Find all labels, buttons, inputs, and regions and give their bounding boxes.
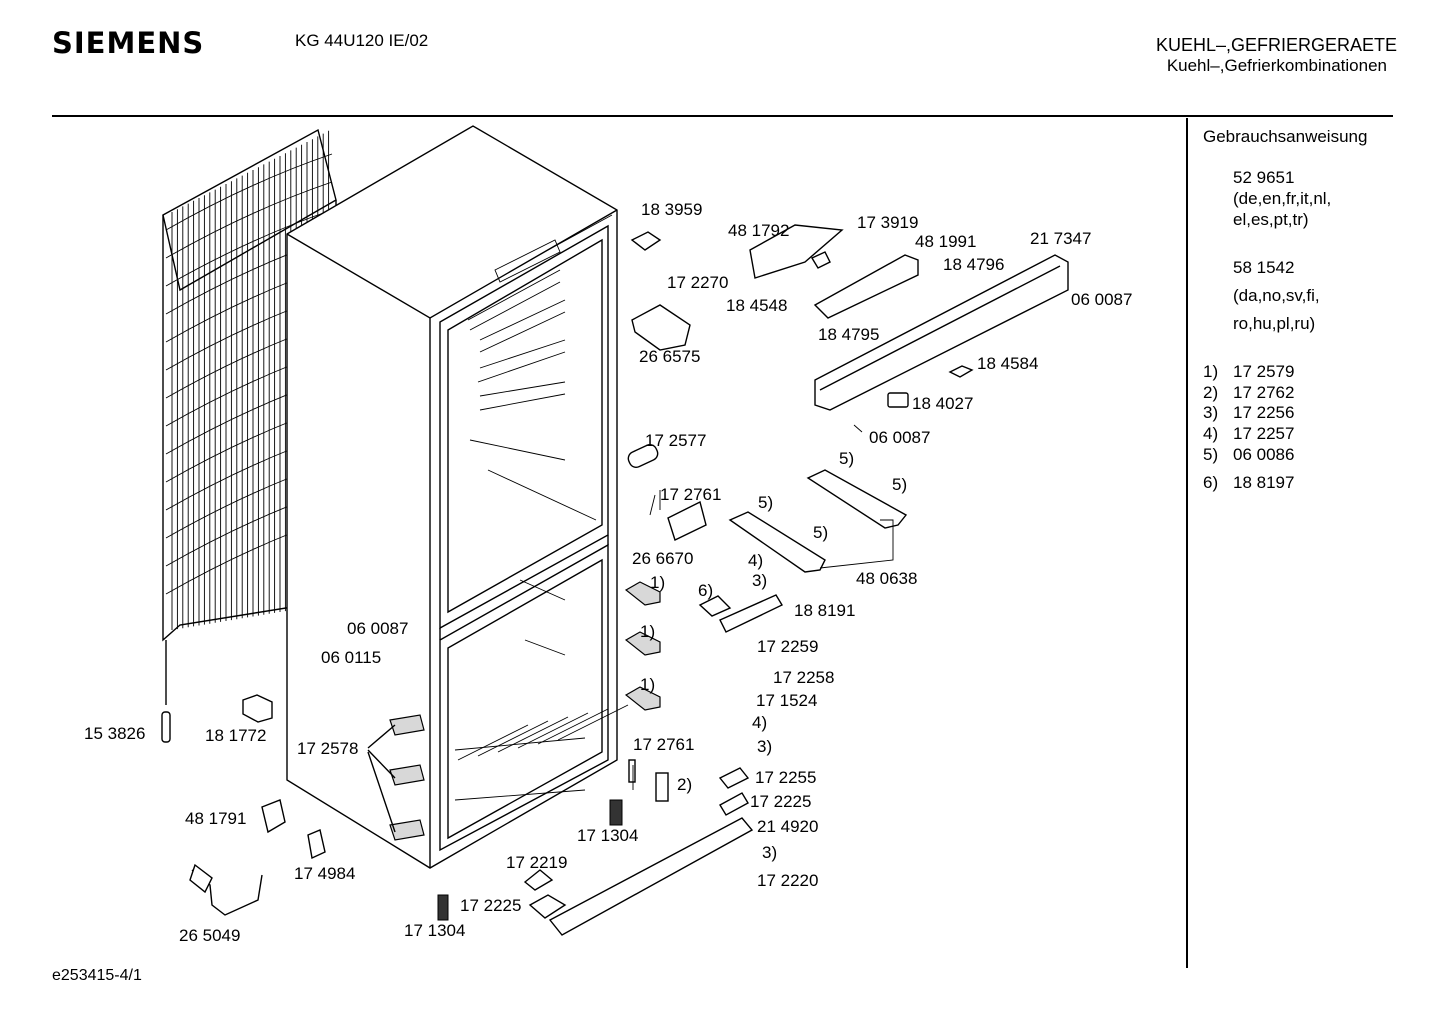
part-label: 6) (698, 581, 713, 600)
part-label: 18 8191 (794, 601, 855, 620)
manual-languages: el,es,pt,tr) (1233, 210, 1309, 229)
part-label: 18 4796 (943, 255, 1004, 274)
leader-lines (632, 424, 863, 790)
part-label: 17 2578 (297, 739, 358, 758)
part-label: 18 4584 (977, 354, 1038, 373)
part-label: 17 2225 (460, 896, 521, 915)
part-label: 5) (758, 493, 773, 512)
part-label: 17 1304 (404, 921, 465, 940)
brand-logo: SIEMENS (52, 26, 205, 60)
part-label: 15 3826 (84, 724, 145, 743)
sidebar-divider (1186, 118, 1188, 968)
part-label: 17 2761 (660, 485, 721, 504)
footnote-value: 06 0086 (1233, 445, 1295, 464)
drawing-id: e253415-4/1 (52, 967, 142, 984)
part-label: 17 1524 (756, 691, 817, 710)
part-label: 5) (813, 523, 828, 542)
part-label: 26 6670 (632, 549, 693, 568)
part-label: 18 4795 (818, 325, 879, 344)
part-label: 5) (892, 475, 907, 494)
part-label: 17 2255 (755, 768, 816, 787)
part-label: 2) (677, 775, 692, 794)
part-label: 1) (650, 573, 665, 592)
header-divider (52, 115, 1393, 117)
part-label: 17 2577 (645, 431, 706, 450)
part-label: 48 0638 (856, 569, 917, 588)
control-panel-strip (749, 224, 1069, 411)
footnote-value: 17 2762 (1233, 383, 1295, 402)
category-title: KUEHL–,GEFRIERGERAETE (1155, 35, 1397, 55)
manual-number: 52 9651 (1233, 168, 1295, 187)
part-label: 06 0087 (1071, 290, 1132, 309)
model-number: KG 44U120 IE/02 (295, 31, 429, 50)
manual-languages: (da,no,sv,fi, (1233, 286, 1320, 305)
footnote-key: 4) (1203, 424, 1219, 443)
part-labels: 18 3959 17 3919 48 1792 48 1991 21 7347 … (84, 200, 1132, 945)
part-label: 4) (748, 551, 763, 570)
part-label: 3) (762, 843, 777, 862)
part-label: 3) (752, 571, 767, 590)
sidebar-title: Gebrauchsanweisung (1203, 127, 1368, 146)
part-label: 21 7347 (1030, 229, 1091, 248)
part-label: 3) (757, 737, 772, 756)
part-label: 4) (752, 713, 767, 732)
part-label: 48 1791 (185, 809, 246, 828)
part-label: 21 4920 (757, 817, 818, 836)
part-label: 17 2761 (633, 735, 694, 754)
category-subtitle: Kuehl–,Gefrierkombinationen (1166, 56, 1387, 75)
footnote-value: 18 8197 (1233, 473, 1295, 492)
manual-languages: (de,en,fr,it,nl, (1233, 189, 1332, 208)
part-label: 1) (640, 622, 655, 641)
part-label: 17 2258 (773, 668, 834, 687)
footnote-key: 3) (1203, 403, 1219, 422)
part-label: 18 3959 (641, 200, 702, 219)
part-label: 06 0115 (321, 648, 381, 667)
cabinet (286, 125, 629, 869)
footnote-key: 1) (1203, 362, 1219, 381)
loose-parts (189, 694, 425, 916)
manual-number: 58 1542 (1233, 258, 1295, 277)
part-label: 17 2219 (506, 853, 567, 872)
part-label: 06 0087 (347, 619, 408, 638)
part-label: 26 6575 (639, 347, 700, 366)
manual-languages: ro,hu,pl,ru) (1233, 314, 1316, 333)
part-label: 18 4027 (912, 394, 973, 413)
footnote-key: 5) (1203, 445, 1219, 464)
part-label: 06 0087 (869, 428, 930, 447)
footnote-key: 2) (1203, 383, 1219, 402)
footnote-key: 6) (1203, 473, 1219, 492)
part-label: 18 1772 (205, 726, 266, 745)
footnote-value: 17 2579 (1233, 362, 1295, 381)
part-label: 17 1304 (577, 826, 638, 845)
plinth-rail (437, 767, 754, 936)
part-label: 1) (640, 675, 655, 694)
part-label: 17 2225 (750, 792, 811, 811)
part-label: 17 3919 (857, 213, 918, 232)
part-label: 18 4548 (726, 296, 787, 315)
part-label: 48 1792 (728, 221, 789, 240)
part-label: 5) (839, 449, 854, 468)
footnote-value: 17 2256 (1233, 403, 1295, 422)
hinge-brackets (624, 231, 908, 802)
footnote-value: 17 2257 (1233, 424, 1295, 443)
part-label: 17 2259 (757, 637, 818, 656)
part-label: 17 2270 (667, 273, 728, 292)
part-label: 17 4984 (294, 864, 355, 883)
part-label: 26 5049 (179, 926, 240, 945)
part-label: 48 1991 (915, 232, 976, 251)
part-label: 17 2220 (757, 871, 818, 890)
